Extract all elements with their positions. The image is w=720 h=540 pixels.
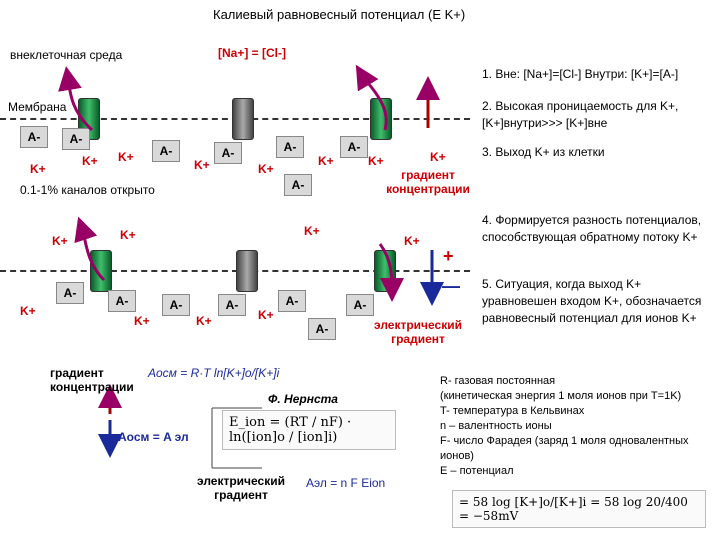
- potassium-label: K+: [120, 228, 136, 242]
- anion-label: A-: [62, 128, 90, 150]
- nernst-equation: E_ion = (RT / nF) · ln([ion]o / [ion]i): [222, 410, 396, 450]
- svg-text:+: +: [443, 246, 454, 266]
- final-equation: = 58 log [K+]o/[K+]i = 58 log 20/400 = −…: [452, 490, 706, 528]
- electric-gradient-label: электрический градиент: [374, 318, 462, 346]
- point-2: 2. Высокая проницаемость для K+, [K+]вну…: [482, 99, 679, 130]
- nernst-label: Ф. Нернста: [268, 392, 338, 406]
- potassium-label: K+: [258, 308, 274, 322]
- point-4: 4. Формируется разность потенциалов, спо…: [482, 213, 702, 244]
- legend-e: E – потенциал: [440, 465, 514, 477]
- point-3: 3. Выход K+ из клетки: [482, 145, 605, 159]
- svg-text:—: —: [442, 276, 460, 296]
- anion-label: A-: [162, 294, 190, 316]
- potassium-label: K+: [20, 304, 36, 318]
- anion-label: A-: [308, 318, 336, 340]
- concentration-gradient-label: градиент концентрации: [386, 168, 470, 196]
- potassium-label: K+: [304, 224, 320, 238]
- a-el-formula: Aэл = n F Eion: [306, 476, 386, 490]
- na-cl-equality: [Na+] = [Cl-]: [218, 46, 287, 60]
- potassium-label: K+: [258, 162, 274, 176]
- anion-label: A-: [284, 174, 312, 196]
- page-title: Калиевый равновесный потенциал (E K+): [213, 7, 466, 22]
- anion-label: A-: [108, 290, 136, 312]
- point-5: 5. Ситуация, когда выход K+ уравновешен …: [482, 277, 702, 325]
- potassium-label: K+: [82, 154, 98, 168]
- potassium-label: K+: [118, 150, 134, 164]
- potassium-label: K+: [134, 314, 150, 328]
- point-1: 1. Вне: [Na+]=[Cl-] Внутри: [K+]=[A-]: [482, 67, 679, 81]
- potassium-label: K+: [318, 154, 334, 168]
- anion-label: A-: [276, 136, 304, 158]
- legend-n: n – валентность ионы: [440, 420, 552, 432]
- potassium-label: K+: [404, 234, 420, 248]
- potassium-label: K+: [194, 158, 210, 172]
- membrane-label: Мембрана: [8, 100, 67, 114]
- potassium-label: K+: [430, 150, 446, 164]
- legend-r: R- газовая постоянная: [440, 375, 556, 387]
- a-osm-formula: Aосм = R·T ln[K+]o/[K+]i: [148, 366, 280, 380]
- anion-label: A-: [20, 126, 48, 148]
- legend-f: F- число Фарадея (заряд 1 моля одновален…: [440, 435, 689, 462]
- a-osm-equal-a-el: Aосм = A эл: [118, 430, 189, 444]
- anion-label: A-: [152, 140, 180, 162]
- legend-t: T- температура в Кельвинах: [440, 405, 585, 417]
- membrane-line-bottom: [0, 270, 470, 273]
- electric-gradient-label-2: электрический градиент: [197, 474, 285, 502]
- anion-label: A-: [346, 294, 374, 316]
- potassium-label: K+: [52, 234, 68, 248]
- ion-channel-closed: [236, 250, 258, 292]
- ion-channel: [90, 250, 112, 292]
- potassium-label: K+: [196, 314, 212, 328]
- anion-label: A-: [214, 142, 242, 164]
- anion-label: A-: [340, 136, 368, 158]
- gradient-concentration-label: градиент концентрации: [50, 366, 134, 394]
- potassium-label: K+: [368, 154, 384, 168]
- legend-r-desc: (кинетическая энергия 1 моля ионов при T…: [440, 390, 682, 402]
- anion-label: A-: [218, 294, 246, 316]
- channels-open-label: 0.1-1% каналов открыто: [20, 183, 155, 197]
- anion-label: A-: [56, 282, 84, 304]
- potassium-label: K+: [30, 162, 46, 176]
- anion-label: A-: [278, 290, 306, 312]
- ion-channel-closed: [232, 98, 254, 140]
- extracellular-label: внеклеточная среда: [10, 48, 123, 62]
